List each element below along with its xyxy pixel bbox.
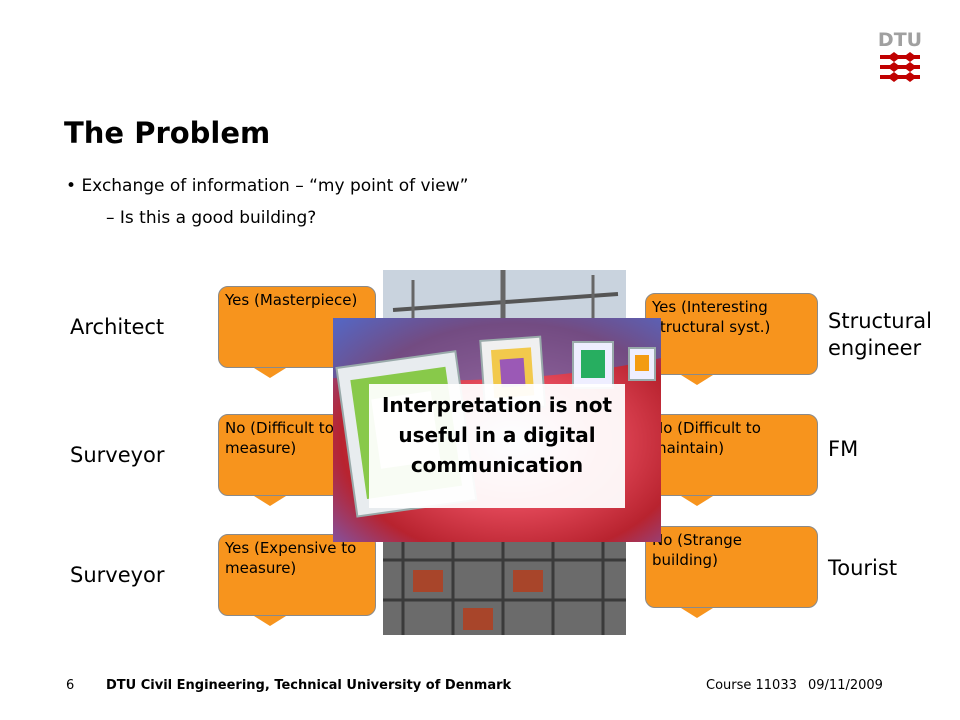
role-structural-line1: Structural (828, 309, 932, 333)
footer-date: 09/11/2009 (808, 678, 883, 693)
callout-text: No (Difficult to maintain) (645, 414, 818, 496)
callout-tail (681, 608, 713, 618)
bullet-item: • Exchange of information – “my point of… (66, 176, 468, 196)
footer-page-number: 6 (66, 678, 75, 693)
svg-text:DTU: DTU (878, 29, 922, 51)
sub-bullet-item: – Is this a good building? (106, 208, 317, 228)
role-structural-engineer: Structural engineer (828, 308, 932, 362)
callout-tail (681, 375, 713, 385)
footer-institution: DTU Civil Engineering, Technical Univers… (106, 678, 512, 693)
dtu-logo-icon: DTU (878, 28, 922, 90)
bullet-text: Exchange of information – “my point of v… (81, 176, 469, 196)
callout-tail (254, 496, 286, 506)
callout-text: Yes (Expensive to measure) (218, 534, 376, 616)
callout-fm: No (Difficult to maintain) (645, 414, 818, 506)
bullet-dot-icon: • (66, 176, 82, 196)
footer-course: Course 11033 (706, 678, 797, 693)
role-architect: Architect (70, 315, 165, 339)
callout-tourist: No (Strange building) (645, 526, 818, 618)
callout-text: Yes (Interesting structural syst.) (645, 293, 818, 375)
callout-tail (254, 616, 286, 626)
role-surveyor-1: Surveyor (70, 443, 165, 467)
callout-structural-engineer: Yes (Interesting structural syst.) (645, 293, 818, 385)
role-tourist: Tourist (828, 556, 898, 580)
callout-surveyor-2: Yes (Expensive to measure) (218, 534, 376, 626)
role-surveyor-2: Surveyor (70, 563, 165, 587)
interpretation-overlay: Interpretation is not useful in a digita… (333, 318, 661, 542)
slide-title: The Problem (64, 116, 271, 150)
role-fm: FM (828, 437, 859, 461)
overlay-message: Interpretation is not useful in a digita… (369, 384, 625, 508)
callout-tail (254, 368, 286, 378)
role-structural-line2: engineer (828, 336, 922, 360)
callout-text: No (Strange building) (645, 526, 818, 608)
callout-tail (681, 496, 713, 506)
